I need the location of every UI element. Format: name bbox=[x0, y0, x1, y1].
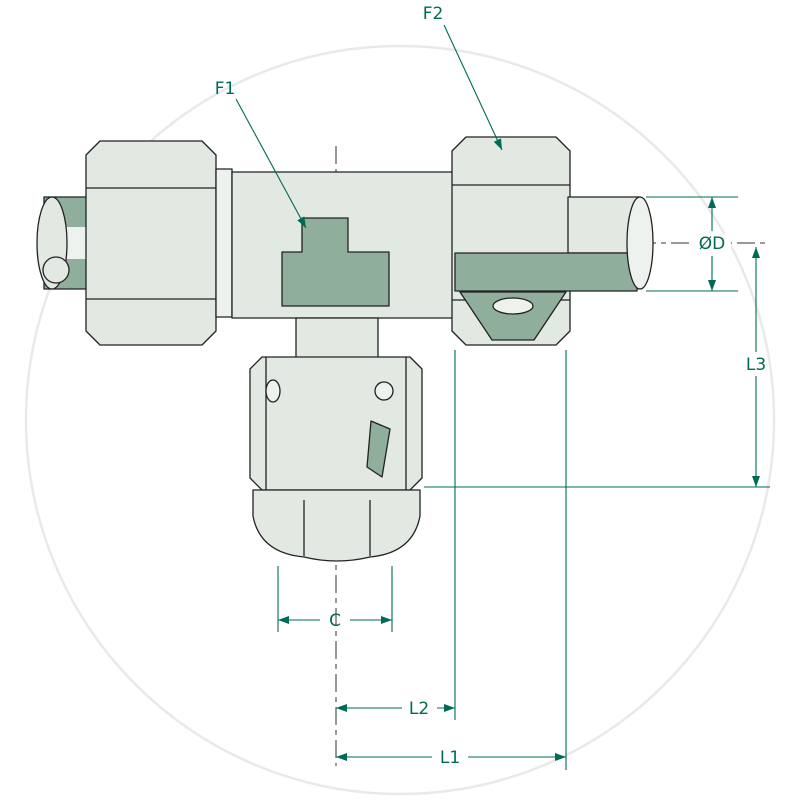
l1-label: L1 bbox=[440, 748, 460, 768]
fitting bbox=[36, 136, 654, 562]
washer bbox=[215, 168, 233, 318]
branch-neck bbox=[295, 317, 379, 361]
od-label: ØD bbox=[699, 234, 725, 254]
f2-label: F2 bbox=[423, 4, 444, 24]
lower-hex bbox=[252, 489, 421, 562]
l2-label: L2 bbox=[409, 699, 429, 719]
seal-wedge bbox=[366, 420, 391, 478]
swivel-nut-hole bbox=[265, 379, 281, 403]
f2-leader-line bbox=[443, 24, 503, 151]
dimension-c: C bbox=[277, 566, 393, 632]
left-tube-curl bbox=[42, 256, 70, 284]
right-tube-end bbox=[626, 196, 654, 290]
f1-label: F1 bbox=[215, 79, 236, 99]
cutting-ring-highlight bbox=[492, 297, 534, 315]
swivel-nut bbox=[249, 356, 423, 491]
f1-leader-line bbox=[235, 98, 307, 229]
dimension-diameter: ØD bbox=[646, 196, 738, 292]
l3-label: L3 bbox=[746, 355, 766, 375]
left-nut bbox=[85, 140, 217, 346]
center-tee-insert bbox=[281, 217, 390, 307]
c-label: C bbox=[329, 611, 341, 631]
dimension-f1: F1 bbox=[215, 79, 307, 229]
dimension-l1: L1 bbox=[336, 350, 567, 770]
detent-ball bbox=[374, 381, 394, 401]
dimension-l2: L2 bbox=[336, 350, 456, 720]
dimension-f2: F2 bbox=[423, 4, 503, 151]
od-label-background bbox=[693, 234, 731, 256]
right-tube-section bbox=[454, 252, 638, 292]
cutting-ring bbox=[459, 291, 567, 341]
watermark-circle bbox=[24, 44, 776, 796]
dimensions: F1 F2 ØD L3 C bbox=[215, 4, 770, 770]
dimension-l3: L3 bbox=[424, 247, 770, 488]
